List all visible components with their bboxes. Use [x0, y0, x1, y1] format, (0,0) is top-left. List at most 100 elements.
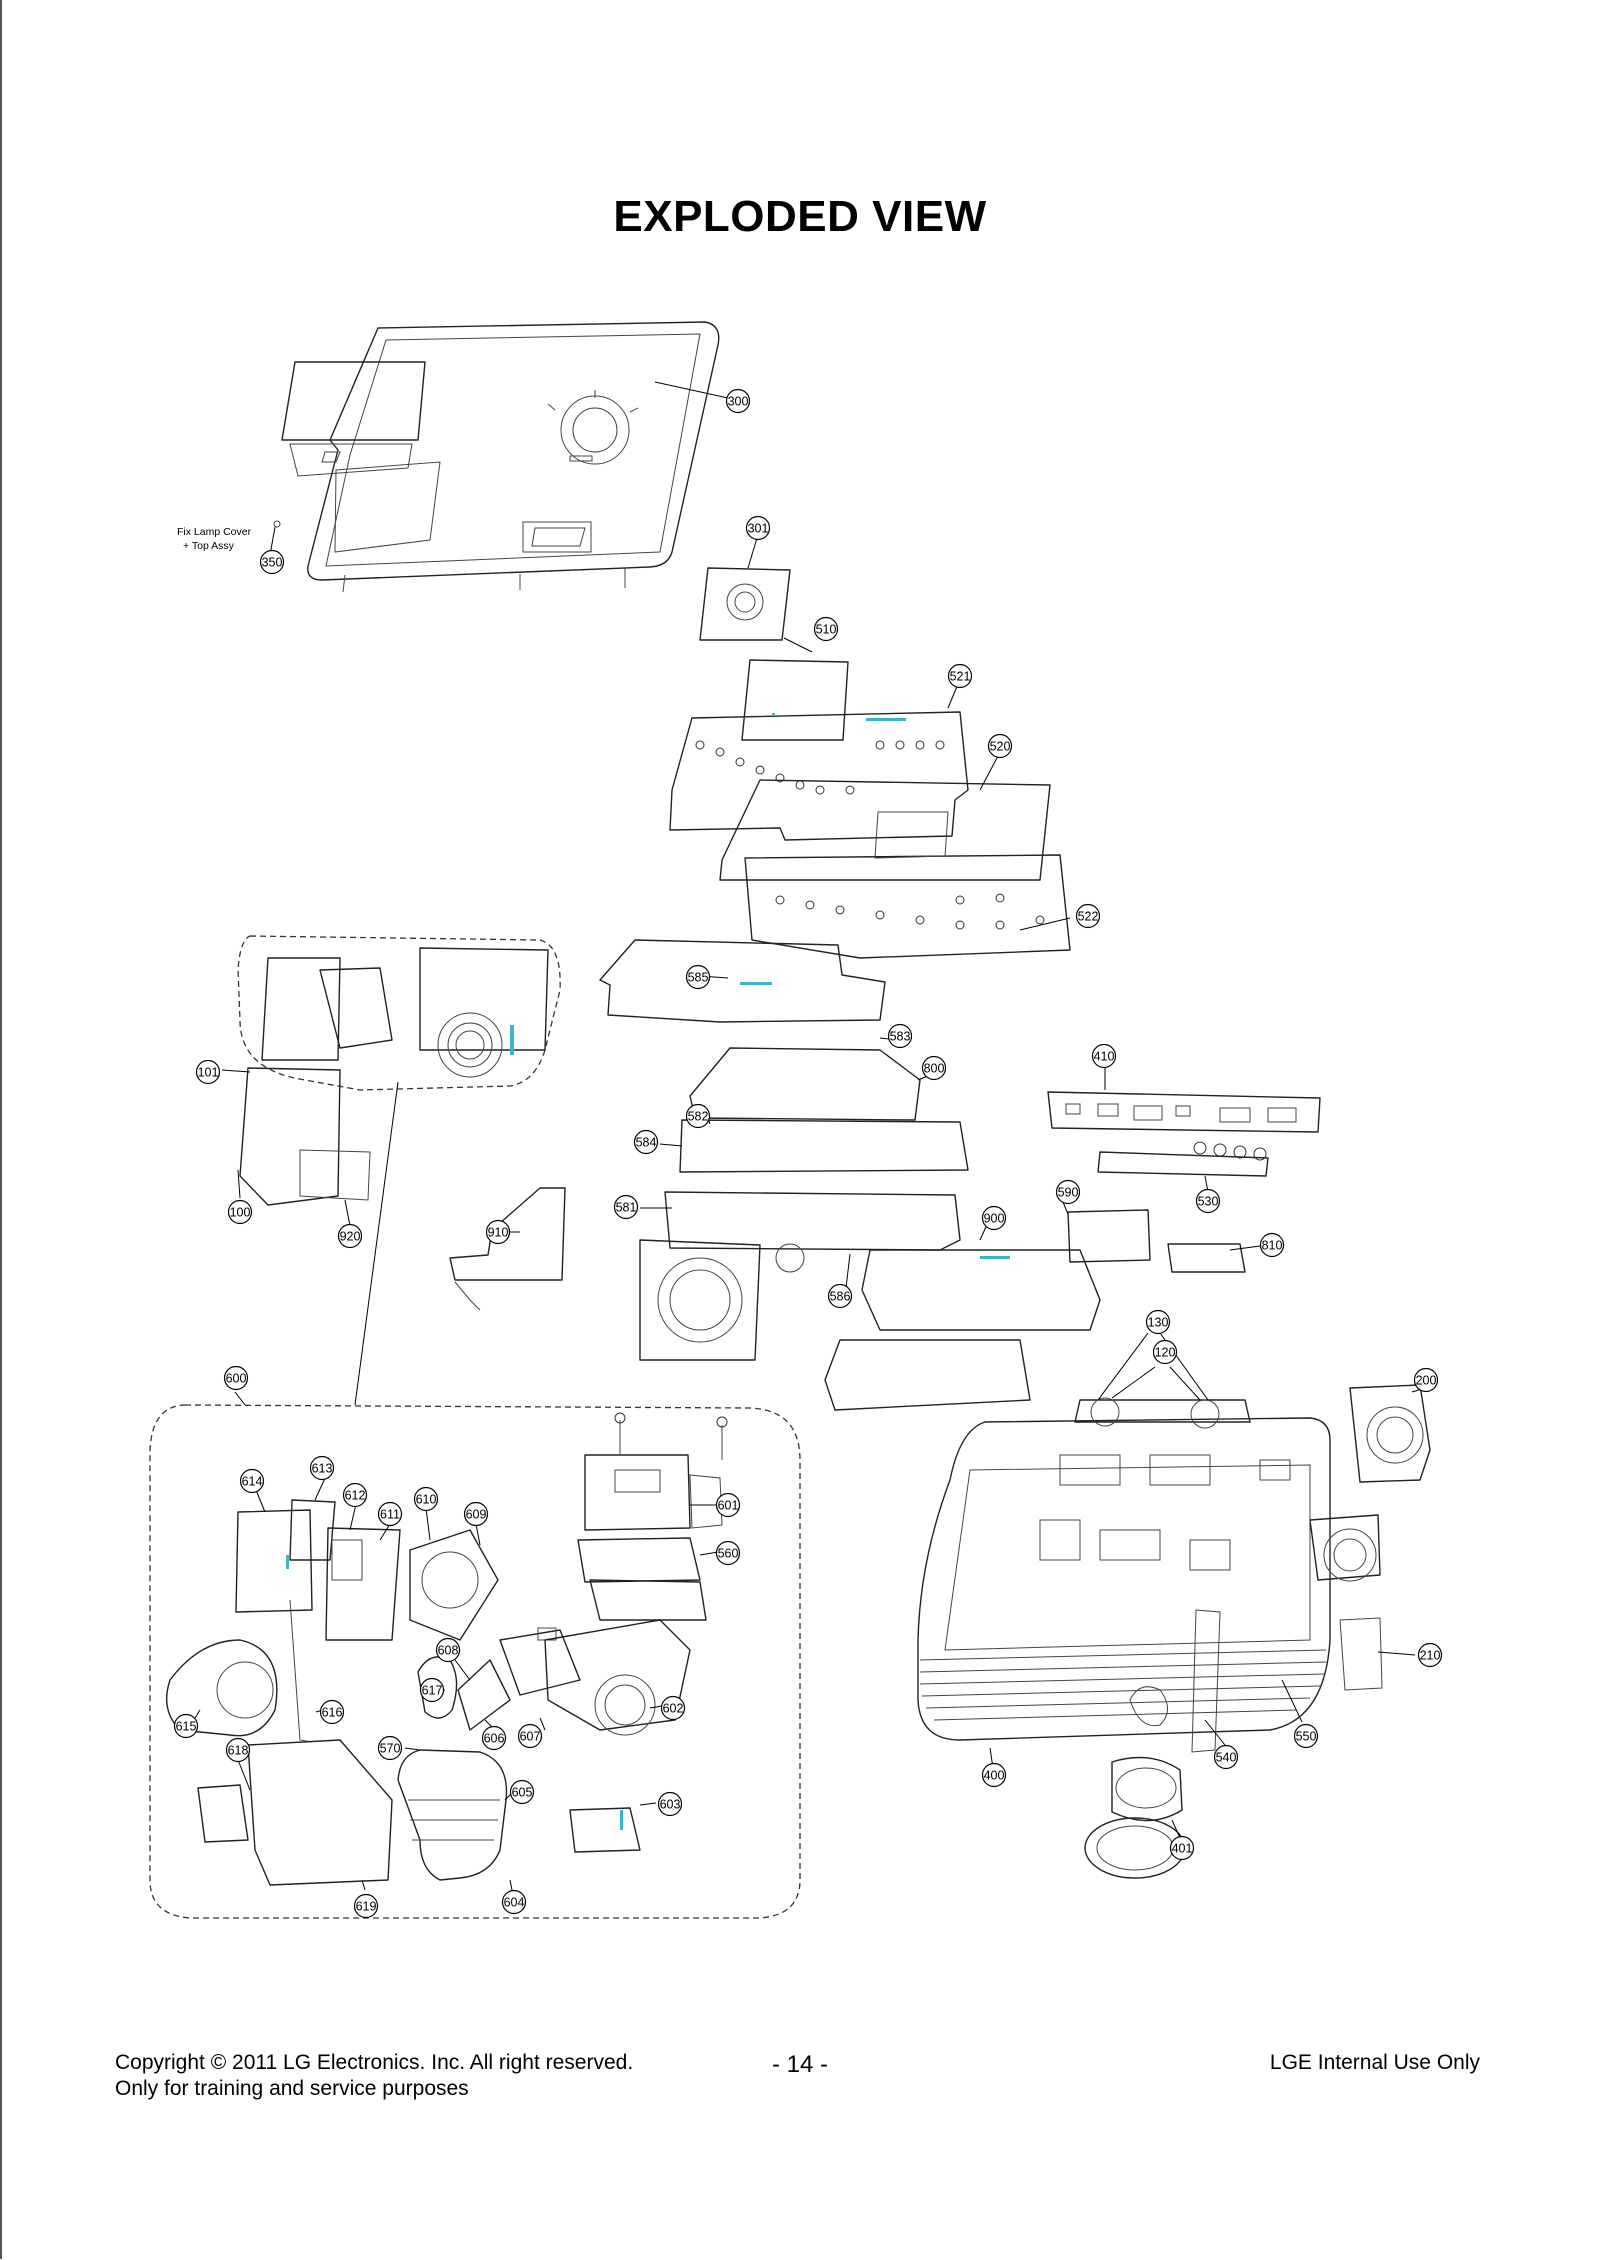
callout-label: 810	[1262, 1239, 1283, 1253]
callout-label: 900	[984, 1212, 1005, 1226]
callout-circle	[1169, 1835, 1195, 1861]
callout-label: 210	[1420, 1649, 1441, 1663]
callout-circle	[657, 1791, 683, 1817]
callout-601: 601	[715, 1492, 741, 1518]
callout-210: 210	[1417, 1642, 1443, 1668]
callout-600: 600	[223, 1365, 249, 1391]
callout-circle	[1075, 903, 1101, 929]
callout-circle	[309, 1455, 335, 1481]
callout-label: 612	[345, 1489, 366, 1503]
cooling-fan-bracket-part	[699, 537, 791, 641]
callout-label: 590	[1058, 1186, 1079, 1200]
callout-circle	[259, 549, 285, 575]
callout-label: 530	[1198, 1195, 1219, 1209]
callout-610: 610	[413, 1486, 439, 1512]
callout-circle	[509, 1779, 535, 1805]
bottom-cabinet-part	[917, 1384, 1431, 1879]
callout-label: 607	[520, 1730, 541, 1744]
callout-circle	[239, 1468, 265, 1494]
callout-label: 603	[660, 1798, 681, 1812]
callout-label: 522	[1078, 910, 1099, 924]
callout-label: 101	[198, 1066, 219, 1080]
callout-circle	[337, 1223, 363, 1249]
callout-400: 400	[981, 1762, 1007, 1788]
callout-label: 615	[176, 1720, 197, 1734]
callout-circle	[501, 1889, 527, 1915]
callout-circle	[827, 1283, 853, 1309]
callout-100: 100	[227, 1199, 253, 1225]
callout-619: 619	[353, 1893, 379, 1919]
callout-label: 510	[816, 623, 837, 637]
callout-label: 910	[488, 1226, 509, 1240]
callout-label: 618	[228, 1744, 249, 1758]
callout-circle	[435, 1637, 461, 1663]
callout-circle	[633, 1129, 659, 1155]
callout-circle	[685, 1103, 711, 1129]
callout-circle	[947, 663, 973, 689]
callout-586: 586	[827, 1283, 853, 1309]
callout-circle	[223, 1365, 249, 1391]
callout-circle	[419, 1677, 445, 1703]
callout-604: 604	[501, 1889, 527, 1915]
bracket-910-part	[449, 1187, 566, 1311]
page-title: EXPLODED VIEW	[613, 192, 987, 241]
callout-585: 585	[685, 964, 711, 990]
callout-label: 582	[688, 1110, 709, 1124]
callout-617: 617	[419, 1677, 445, 1703]
callout-label: 610	[416, 1493, 437, 1507]
callout-circle	[981, 1762, 1007, 1788]
callout-label: 550	[1296, 1730, 1317, 1744]
callout-label: 613	[312, 1462, 333, 1476]
callout-608: 608	[435, 1637, 461, 1663]
callout-label: 617	[422, 1684, 443, 1698]
callout-130: 130	[1145, 1309, 1171, 1335]
callout-circle	[517, 1723, 543, 1749]
callout-label: 920	[340, 1230, 361, 1244]
callout-510: 510	[813, 616, 839, 642]
callout-label: 602	[663, 1702, 684, 1716]
callout-300: 300	[725, 388, 751, 414]
callout-circle	[195, 1059, 221, 1085]
copyright-text: Copyright © 2011 LG Electronics. Inc. Al…	[115, 2051, 634, 2074]
callout-900: 900	[981, 1205, 1007, 1231]
callout-530: 530	[1195, 1188, 1221, 1214]
callout-350: 350	[259, 549, 285, 575]
callout-800: 800	[921, 1055, 947, 1081]
callout-200: 200	[1413, 1367, 1439, 1393]
callout-label: 608	[438, 1644, 459, 1658]
callout-circle	[353, 1893, 379, 1919]
callout-circle	[1055, 1179, 1081, 1205]
callout-603: 603	[657, 1791, 683, 1817]
callout-label: 521	[950, 670, 971, 684]
callout-101: 101	[195, 1059, 221, 1085]
callout-611: 611	[377, 1501, 403, 1527]
footer-left: Copyright © 2011 LG Electronics. Inc. Al…	[115, 2050, 633, 2102]
callout-607: 607	[517, 1723, 543, 1749]
callout-606: 606	[481, 1725, 507, 1751]
callout-label: 581	[616, 1201, 637, 1215]
callout-810: 810	[1259, 1232, 1285, 1258]
callout-circle	[173, 1713, 199, 1739]
callout-circle	[413, 1486, 439, 1512]
page-number: - 14 -	[771, 2051, 828, 2078]
callout-label: 584	[636, 1136, 657, 1150]
callout-circle	[745, 515, 771, 541]
callout-circle	[715, 1492, 741, 1518]
callout-circle	[485, 1219, 511, 1245]
callout-label: 301	[748, 522, 769, 536]
callout-521: 521	[947, 663, 973, 689]
callout-550: 550	[1293, 1723, 1319, 1749]
callout-circle	[225, 1737, 251, 1763]
callout-label: 350	[262, 556, 283, 570]
callout-circle	[987, 733, 1013, 759]
callout-label: 600	[226, 1372, 247, 1386]
purpose-text: Only for training and service purposes	[115, 2077, 469, 2100]
callout-circle	[463, 1501, 489, 1527]
callout-label: 120	[1155, 1346, 1176, 1360]
callout-circle	[660, 1695, 686, 1721]
callout-circle	[1195, 1188, 1221, 1214]
main-board-stack-part	[669, 659, 1071, 959]
callout-label: 400	[984, 1769, 1005, 1783]
callout-label: 401	[1172, 1842, 1193, 1856]
